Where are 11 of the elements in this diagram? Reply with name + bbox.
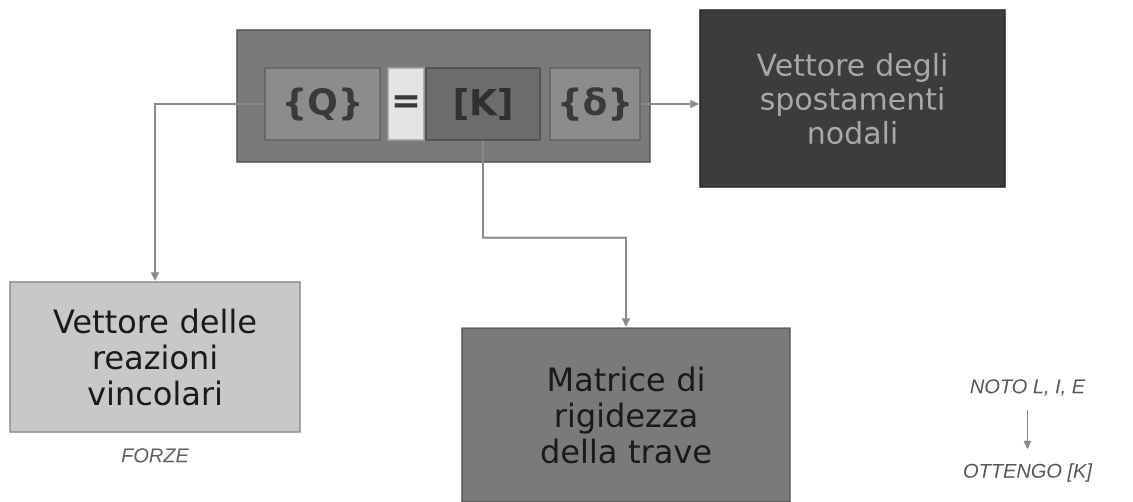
handwritten-note: OTTENGO [K] [964, 463, 1093, 482]
symbol-box: {δ} [549, 67, 641, 141]
text-box: Matrice di rigidezza della trave [461, 327, 791, 502]
node-caption: FORZE [121, 448, 190, 463]
arrow [1023, 409, 1032, 450]
text-box: Vettore degli spostamenti nodali [699, 9, 1006, 188]
symbol-box: {Q} [264, 67, 381, 141]
symbol-box: [K] [425, 67, 541, 141]
symbol-box: = [387, 67, 425, 141]
handwritten-note: NOTO L, I, E [970, 379, 1086, 396]
text-box: Vettore delle reazioni vincolari [9, 281, 301, 433]
